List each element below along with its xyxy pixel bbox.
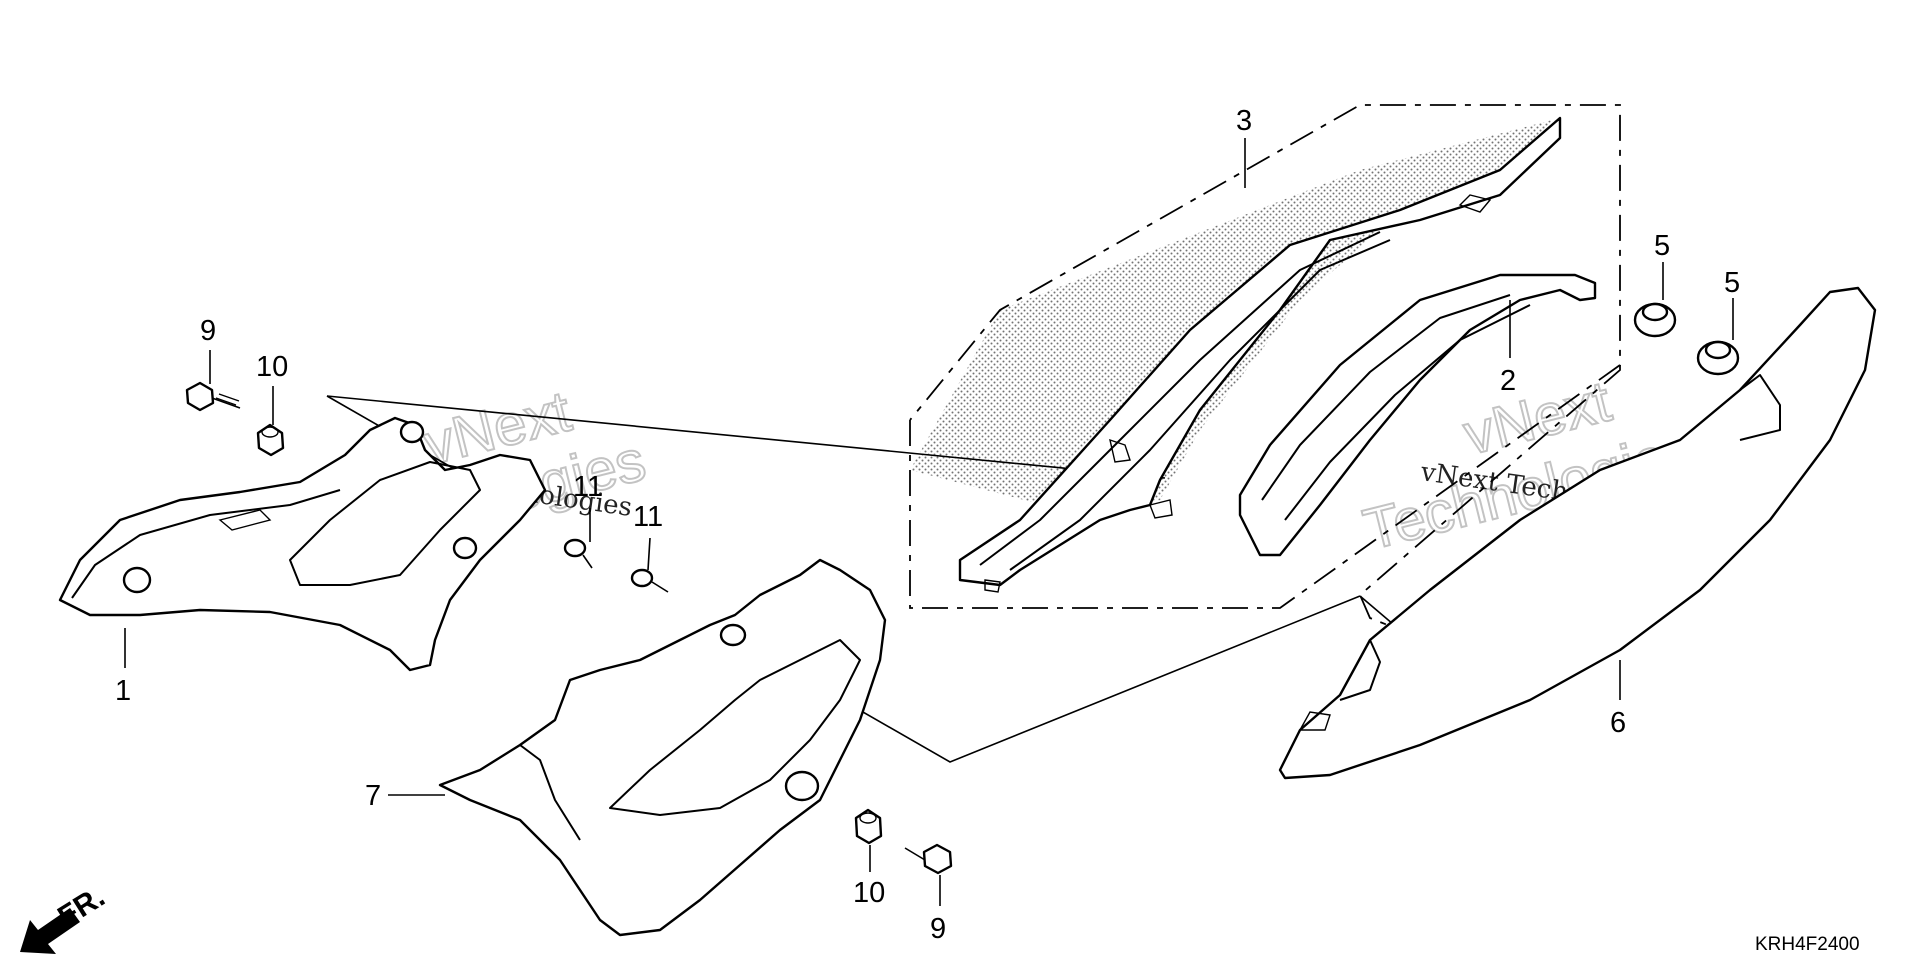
callout-9-lower: 9	[930, 913, 946, 945]
callout-2: 2	[1500, 365, 1516, 397]
part-7-lower-cover	[438, 558, 887, 937]
callout-11-left: 11	[573, 471, 603, 503]
collar-10-lower	[854, 808, 883, 845]
drawing-code: KRH4F2400	[1755, 934, 1860, 955]
callout-labels: 9 10 1 11 11 3 2 5 5 6 7 10 9	[115, 105, 1740, 945]
bolt-9-upper	[185, 381, 241, 412]
assembly-boundary	[909, 104, 1621, 631]
screw-11-left	[563, 538, 593, 569]
screw-11-right	[630, 568, 669, 593]
callout-7: 7	[365, 780, 381, 812]
callout-10-upper: 10	[256, 351, 288, 383]
callout-5-left: 5	[1654, 230, 1670, 262]
bolt-9-lower	[904, 843, 953, 875]
front-direction-arrow: FR.	[20, 880, 111, 954]
part-6-rear-cover	[1278, 286, 1877, 780]
callout-11-right: 11	[633, 501, 663, 533]
callout-leaders	[124, 138, 1734, 906]
callout-6: 6	[1610, 707, 1626, 739]
callout-10-lower: 10	[853, 877, 885, 909]
grommet-5-left	[1633, 302, 1677, 338]
part-1-front-cover	[58, 416, 547, 672]
callout-3: 3	[1236, 105, 1252, 137]
part-3-rail-cover	[910, 116, 1562, 593]
collar-10-upper	[256, 423, 285, 457]
callout-9-upper: 9	[200, 315, 216, 347]
callout-1: 1	[115, 675, 131, 707]
callout-5-right: 5	[1724, 267, 1740, 299]
part-2-trim	[1238, 273, 1597, 557]
grommet-5-right	[1696, 340, 1740, 376]
